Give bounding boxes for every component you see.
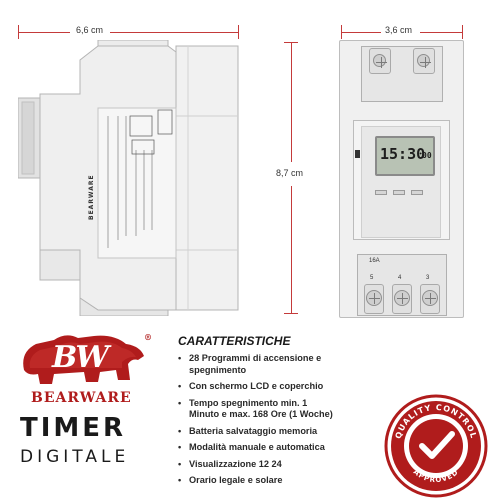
feature-item: Batteria salvataggio memoria (178, 426, 338, 438)
dim-tick-right (238, 25, 239, 39)
logo-registered-mark: ® (144, 332, 152, 342)
feature-item: Orario legale e solare (178, 475, 338, 487)
brand-logo: BW ® BEARWARE (14, 330, 154, 406)
terminal-number: 4 (398, 275, 402, 281)
feature-item: Con schermo LCD e coperchio (178, 381, 338, 393)
lcd-seconds: 00 (422, 151, 432, 160)
device-front-view: 15:30 00 16A 5 4 3 (339, 40, 464, 318)
screw-icon (366, 290, 382, 306)
button-icon (375, 190, 387, 195)
switch-slider (355, 150, 360, 158)
logo-brand-name: BEARWARE (31, 390, 132, 406)
lcd-time: 15:30 (380, 145, 426, 163)
feature-item: Modalità manuale e automatica (178, 442, 338, 454)
dim-label-front-width: 3,6 cm (385, 25, 413, 35)
quality-control-badge: QUALITY CONTROL APPROVED (384, 394, 488, 498)
dim-tick-right (462, 25, 463, 39)
terminal-number: 5 (370, 275, 374, 281)
device-side-view: BEARWARE (17, 39, 242, 317)
logo-monogram: BW (52, 340, 109, 375)
screw-icon (394, 290, 410, 306)
dim-tick-bottom (284, 313, 298, 314)
product-title-line2: DIGITALE (20, 447, 130, 467)
amp-rating: 16A (369, 258, 380, 264)
bear-logo-icon (23, 335, 145, 384)
dim-label-height: 8,7 cm (276, 168, 304, 178)
button-icon (411, 190, 423, 195)
lcd-screen: 15:30 00 (375, 136, 435, 176)
side-brand-label: BEARWARE (88, 174, 95, 220)
feature-item: 28 Programmi di accensione e spegnimento (178, 353, 338, 376)
screw-icon (373, 54, 387, 68)
dim-line-top (291, 42, 292, 162)
screw-icon (417, 54, 431, 68)
terminal-number: 3 (426, 275, 430, 281)
feature-item: Tempo spegnimento min. 1 Minuto e max. 1… (178, 398, 338, 421)
quality-seal-icon: QUALITY CONTROL APPROVED (384, 394, 488, 498)
dim-line-right (110, 32, 238, 33)
dim-line-bottom (291, 186, 292, 313)
dim-label-side-width: 6,6 cm (76, 25, 104, 35)
feature-item: Visualizzazione 12 24 (178, 459, 338, 471)
device-side-drawing (17, 39, 239, 317)
screw-icon (422, 290, 438, 306)
dim-line-left (18, 32, 70, 33)
button-icon (393, 190, 405, 195)
dim-line-left (341, 32, 381, 33)
dim-line-right (420, 32, 462, 33)
features-title: CARATTERISTICHE (178, 334, 291, 348)
product-title-line1: TIMER (20, 413, 127, 443)
features-list: 28 Programmi di accensione e spegnimento… (178, 353, 338, 492)
